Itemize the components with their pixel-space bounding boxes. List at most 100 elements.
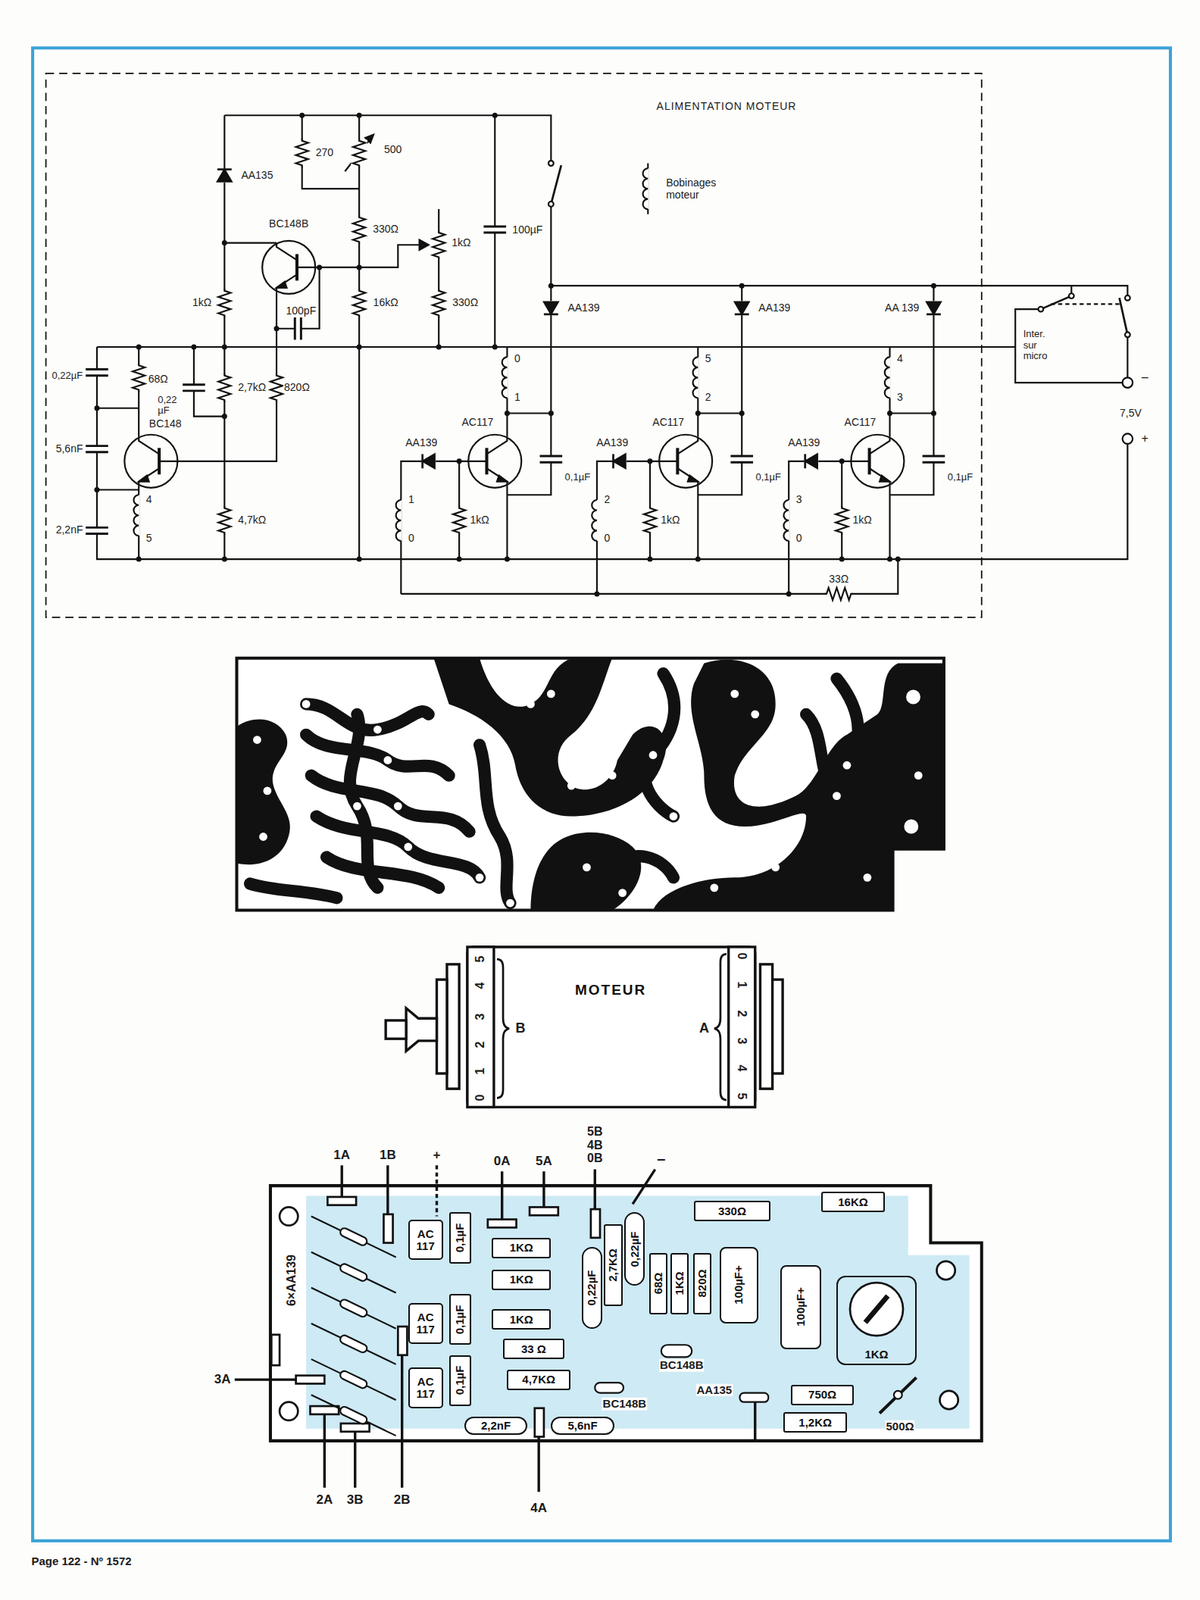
schematic-part — [1038, 306, 1044, 313]
schematic-part — [216, 288, 234, 318]
pcb-artwork-part — [903, 818, 920, 835]
electrolytic-capacitor: 100µF+ — [719, 1246, 759, 1324]
schematic-part — [1122, 433, 1133, 444]
schematic-part — [450, 506, 468, 535]
component-value: 1KΩ — [509, 1241, 534, 1255]
schematic-part-part — [739, 410, 745, 416]
schematic-part — [1050, 303, 1122, 305]
label-text: 0 — [407, 532, 416, 544]
label-text: 0 — [474, 1093, 488, 1103]
pcb-artwork-part-part — [475, 873, 485, 882]
component-value: 5,6nF — [568, 1418, 598, 1432]
pcb-artwork-part-part — [618, 888, 627, 897]
schematic-part — [268, 373, 285, 403]
schematic-part — [393, 500, 403, 541]
component-value: 100µF+ — [732, 1265, 746, 1306]
pcb-artwork-part — [250, 673, 868, 904]
component-layout-part-part — [311, 1216, 397, 1437]
schematic-part-part — [456, 458, 463, 464]
label-text: 33Ω — [828, 573, 850, 585]
transistor-body: AC 117 — [408, 1303, 444, 1344]
label-text: 3 — [474, 1012, 488, 1021]
schematic-part — [850, 434, 904, 488]
component-layout-part-part — [271, 1334, 280, 1366]
schematic-part-part — [456, 556, 463, 563]
schematic-part — [293, 138, 311, 168]
component-layout-part-part — [340, 1423, 370, 1432]
label-text: 2,2nF — [55, 525, 85, 537]
label-text: 1B — [378, 1147, 397, 1163]
label-text: Inter. sur micro — [1022, 328, 1049, 362]
label-text: 0,22 µF — [156, 393, 178, 416]
label-text: 820Ω — [283, 381, 311, 394]
pcb-artwork-part-part — [863, 873, 872, 882]
component-layout — [234, 1165, 982, 1492]
pcb-artwork-part — [253, 690, 923, 908]
resistor-body: 330Ω — [693, 1200, 771, 1222]
label-text: 3 — [896, 392, 904, 404]
schematic-part — [500, 356, 509, 398]
label-text: 500Ω — [884, 1420, 915, 1434]
motor-drawing-part — [446, 964, 460, 1089]
motor-drawing-part — [436, 979, 447, 1074]
component-layout-part — [311, 1216, 917, 1437]
component-layout-part-part — [309, 1406, 339, 1415]
component-layout-part-part — [338, 1298, 369, 1319]
component-layout-part-part — [397, 1326, 407, 1356]
component-value: 0,1µF — [453, 1365, 467, 1396]
label-text: 1kΩ — [450, 237, 472, 249]
schematic-part — [130, 363, 147, 393]
schematic-part-part — [646, 556, 653, 563]
schematic-part — [96, 115, 1128, 594]
label-text: 100pF — [284, 305, 317, 317]
schematic-part — [430, 230, 447, 260]
schematic-part-part — [93, 405, 100, 411]
label-text: 16kΩ — [372, 296, 400, 309]
label-text: AA135 — [240, 169, 274, 182]
label-text: 0 — [513, 353, 522, 365]
pcb-artwork-part-part — [709, 883, 719, 892]
pcb-artwork-part-part — [582, 863, 591, 872]
pcb-artwork-part-part — [250, 883, 337, 898]
schematic-part-part — [839, 556, 845, 563]
label-text: 330Ω — [451, 296, 479, 309]
schematic-part — [641, 506, 659, 535]
component-layout-part-part — [850, 1282, 904, 1336]
component-value: 330Ω — [718, 1205, 747, 1219]
component-layout-part-part — [534, 1408, 544, 1438]
schematic-part — [729, 456, 754, 463]
label-text: 1 — [734, 980, 749, 989]
schematic-part — [84, 527, 110, 534]
component-layout-part-part — [338, 1262, 369, 1283]
resistor-body: 16KΩ — [821, 1191, 885, 1213]
component-value: 16KΩ — [837, 1195, 869, 1209]
label-text: BC148B — [268, 218, 310, 231]
component-layout-part-part — [327, 1196, 357, 1206]
pcb-artwork-part-part — [479, 744, 510, 904]
label-text: BC148 — [148, 418, 183, 431]
label-text: ALIMENTATION MOTEUR — [656, 101, 798, 113]
pcb-artwork-part-part — [393, 802, 403, 811]
schematic-part — [1122, 377, 1133, 388]
label-text: 3B — [346, 1493, 365, 1508]
label-text: AA135 — [695, 1383, 733, 1397]
pcb-artwork-part — [236, 658, 944, 911]
label-text: 0,22µF — [51, 370, 85, 382]
label-text: 1 — [407, 493, 416, 506]
pcb-artwork-part-part — [236, 719, 290, 866]
component-layout-part — [270, 1185, 982, 1441]
pcb-artwork-part-part — [608, 771, 617, 780]
label-text: 5,6nF — [55, 443, 85, 455]
motor-drawing-part — [772, 979, 783, 1074]
schematic-part-part — [93, 487, 100, 493]
schematic-part — [84, 446, 110, 453]
schematic-part — [659, 434, 713, 488]
schematic-part-part — [274, 325, 280, 332]
label-text: 0 — [734, 952, 749, 961]
schematic-part — [344, 134, 374, 172]
component-value: 1KΩ — [509, 1312, 534, 1326]
schematic-part — [482, 226, 507, 233]
label-text: BC148B — [659, 1359, 705, 1372]
schematic-part — [216, 373, 234, 403]
